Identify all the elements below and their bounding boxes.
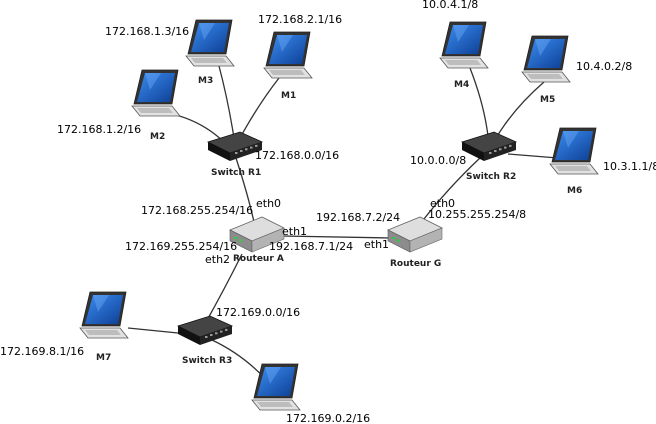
laptop-m1[interactable] (263, 31, 313, 79)
link-m3-r1 (218, 65, 235, 139)
ip-m3: 172.168.1.3/16 (105, 25, 189, 38)
rg-eth0-name: eth0 (430, 197, 455, 210)
label-switch-r1: Switch R1 (211, 168, 261, 178)
laptop-p0[interactable] (251, 363, 301, 411)
net-switch-r1: 172.168.0.0/16 (255, 149, 339, 162)
laptop-icon (549, 127, 599, 175)
switch-r2[interactable] (461, 131, 517, 162)
label-router-a: Routeur A (233, 254, 284, 264)
laptop-icon (439, 21, 489, 69)
link-ra-rg (281, 235, 393, 239)
laptop-m4[interactable] (439, 21, 489, 69)
ip-p0: 172.169.0.2/16 (286, 412, 370, 424)
laptop-icon (521, 35, 571, 83)
link-r1-ra (235, 157, 255, 223)
laptop-m6[interactable] (549, 127, 599, 175)
label-m3: M3 (198, 76, 213, 86)
label-m7: M7 (96, 353, 111, 363)
label-switch-r2: Switch R2 (466, 172, 516, 182)
switch-icon (461, 131, 517, 162)
rg-eth1-name: eth1 (364, 238, 389, 251)
laptop-icon (185, 19, 235, 67)
ra-eth1-ip: 192.168.7.1/24 (269, 240, 353, 253)
link-m5-r2 (495, 81, 545, 139)
switch-icon (177, 315, 233, 346)
ra-eth0-name: eth0 (256, 197, 281, 210)
laptop-m3[interactable] (185, 19, 235, 67)
link-m4-r2 (469, 67, 489, 137)
label-m4: M4 (454, 80, 469, 90)
ra-eth2-ip: 172.169.255.254/16 (125, 240, 237, 253)
laptop-m5[interactable] (521, 35, 571, 83)
ra-eth2-name: eth2 (205, 253, 230, 266)
laptop-icon (263, 31, 313, 79)
ip-m5: 10.4.0.2/8 (576, 60, 632, 73)
ip-m1: 172.168.2.1/16 (258, 13, 342, 26)
label-m2: M2 (150, 132, 165, 142)
link-m1-r1 (239, 77, 280, 139)
ip-m7: 172.169.8.1/16 (0, 345, 84, 358)
ra-eth0-ip: 172.168.255.254/16 (141, 204, 253, 217)
link-rg-r2 (419, 157, 481, 225)
ip-m2: 172.168.1.2/16 (57, 123, 141, 136)
label-m5: M5 (540, 95, 555, 105)
laptop-icon (131, 69, 181, 117)
link-m6-r2 (507, 153, 559, 159)
laptop-icon (79, 291, 129, 339)
switch-r1[interactable] (207, 131, 263, 162)
switch-r3[interactable] (177, 315, 233, 346)
ip-m6: 10.3.1.1/8 (603, 160, 656, 173)
label-m6: M6 (567, 186, 582, 196)
laptop-icon (251, 363, 301, 411)
laptop-m7[interactable] (79, 291, 129, 339)
switch-icon (207, 131, 263, 162)
label-m1: M1 (281, 91, 296, 101)
net-switch-r2: 10.0.0.0/8 (410, 154, 466, 167)
rg-eth1-ip: 192.168.7.2/24 (316, 211, 400, 224)
label-router-g: Routeur G (390, 259, 441, 269)
net-switch-r3: 172.169.0.0/16 (216, 306, 300, 319)
label-switch-r3: Switch R3 (182, 356, 232, 366)
ra-eth1-name: eth1 (282, 225, 307, 238)
ip-m4: 10.0.4.1/8 (422, 0, 478, 11)
laptop-m2[interactable] (131, 69, 181, 117)
rg-eth0-ip: 10.255.255.254/8 (428, 208, 526, 221)
